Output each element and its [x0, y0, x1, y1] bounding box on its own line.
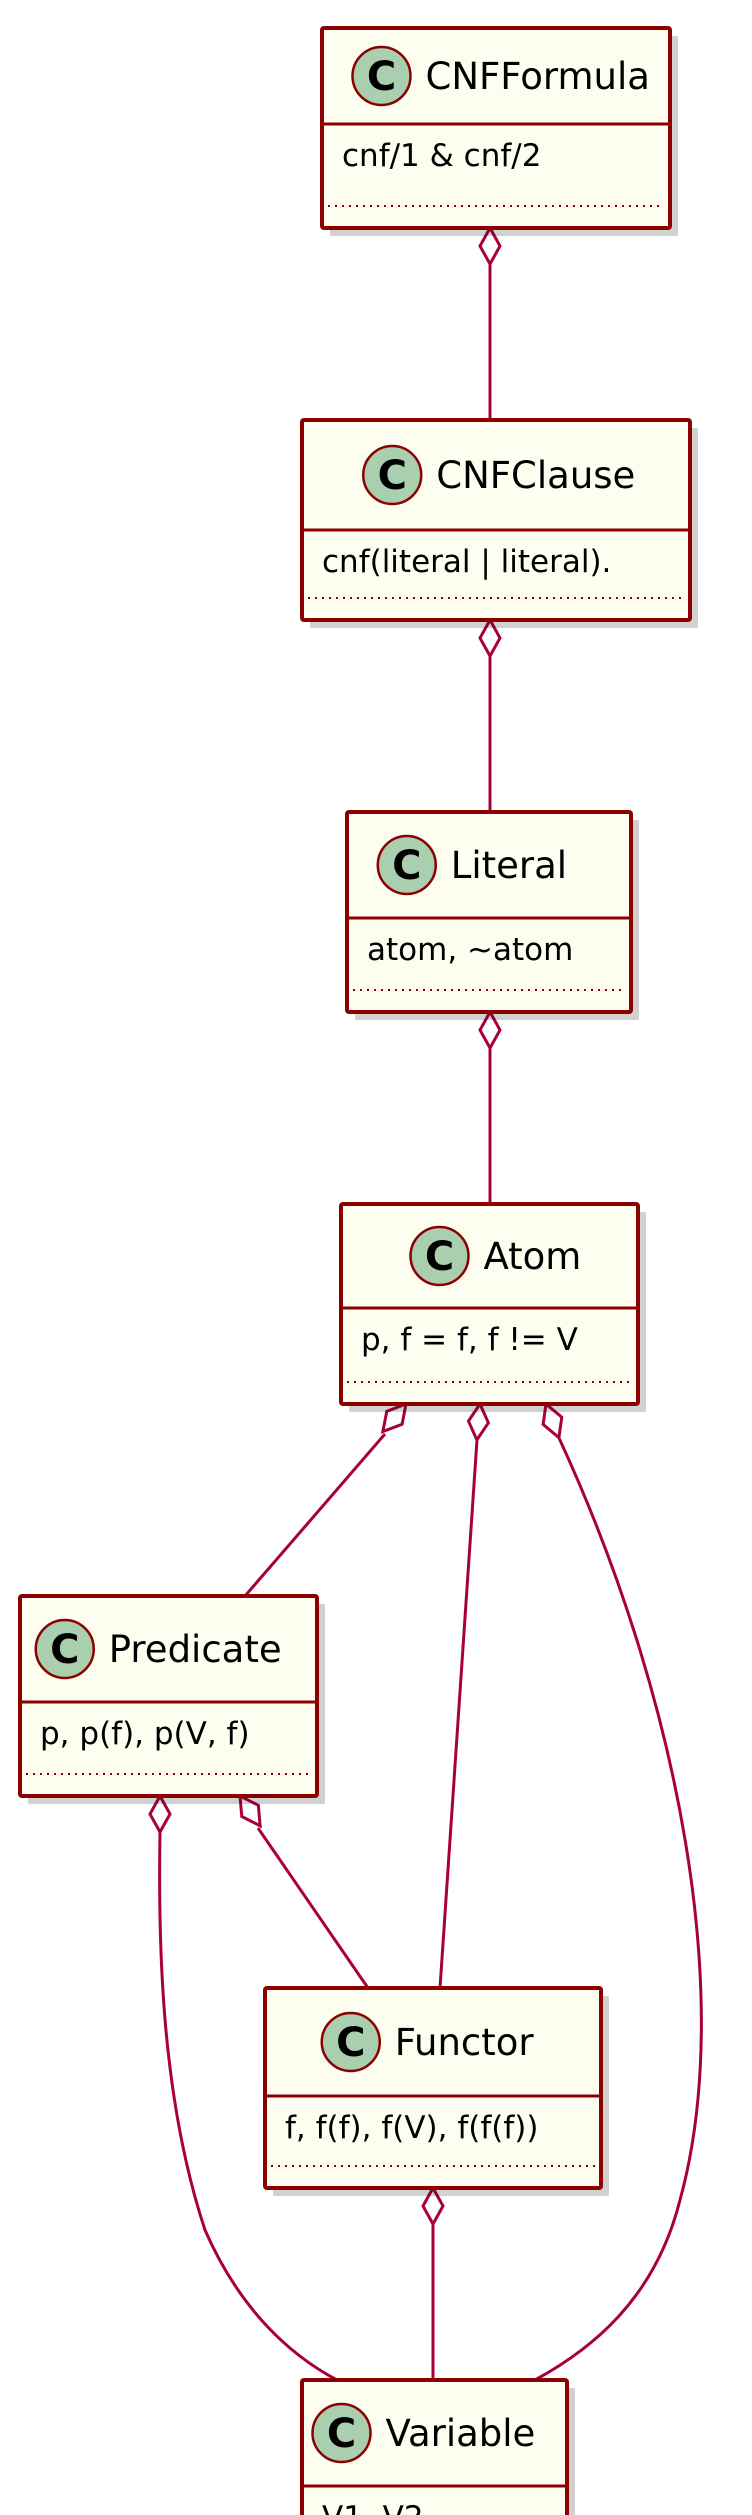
- aggregation-diamond-icon: [478, 616, 502, 660]
- class-stereotype-letter: C: [50, 1627, 79, 1673]
- class-body: cnf/1 & cnf/2: [342, 138, 541, 174]
- class-name: Atom: [484, 1235, 582, 1278]
- class-box: [300, 418, 692, 622]
- aggregation-diamond-icon: [421, 2184, 445, 2228]
- relation-line: [243, 1433, 387, 1597]
- aggregation-diamond-icon: [478, 224, 502, 268]
- relation-line: [534, 1437, 703, 2382]
- relation-functor-variable: [421, 2184, 445, 2380]
- class-stereotype-icon: C: [409, 1225, 470, 1287]
- class-body: V1, V2: [322, 2500, 424, 2515]
- class-name: Functor: [395, 2021, 535, 2064]
- class-box: [263, 1986, 603, 2190]
- aggregation-diamond-icon: [238, 1793, 262, 1829]
- relation-line: [158, 1831, 338, 2382]
- class-cnfclause[interactable]: C CNFClause cnf(literal | literal).: [300, 418, 698, 628]
- class-name: Variable: [386, 2412, 536, 2455]
- class-literal[interactable]: C Literal atom, ~atom: [345, 810, 639, 1020]
- relation-atom-variable: [534, 1401, 703, 2382]
- class-body: cnf(literal | literal).: [322, 544, 611, 580]
- relation-literal-atom: [478, 1008, 502, 1204]
- aggregation-diamond-icon: [466, 1400, 491, 1443]
- class-stereotype-letter: C: [378, 453, 407, 499]
- relation-atom-predicate: [243, 1401, 408, 1597]
- class-name: CNFClause: [436, 454, 635, 497]
- class-box: [339, 1202, 640, 1406]
- class-body: p, f = f, f != V: [361, 1322, 578, 1358]
- class-stereotype-letter: C: [367, 54, 396, 100]
- class-functor[interactable]: C Functor f, f(f), f(V), f(f(f)): [263, 1986, 609, 2196]
- relation-predicate-functor: [238, 1793, 370, 1989]
- relation-cnfclause-literal: [478, 616, 502, 812]
- relation-predicate-variable: [148, 1792, 338, 2382]
- class-stereotype-icon: C: [362, 444, 423, 506]
- class-stereotype-letter: C: [336, 2020, 365, 2066]
- class-stereotype-letter: C: [327, 2411, 356, 2457]
- class-predicate[interactable]: C Predicate p, p(f), p(V, f): [18, 1594, 325, 1804]
- class-stereotype-icon: C: [311, 2402, 372, 2464]
- aggregation-diamond-icon: [148, 1792, 172, 1836]
- class-stereotype-icon: C: [320, 2011, 381, 2073]
- class-stereotype-icon: C: [351, 45, 412, 107]
- class-stereotype-letter: C: [425, 1234, 454, 1280]
- class-name: Literal: [451, 844, 567, 887]
- relations-layer: [148, 224, 703, 2382]
- relation-line: [256, 1827, 370, 1989]
- aggregation-diamond-icon: [541, 1401, 564, 1441]
- class-name: Predicate: [109, 1628, 282, 1671]
- class-box: [300, 2378, 569, 2515]
- relation-atom-functor: [438, 1400, 491, 1989]
- class-body: p, p(f), p(V, f): [40, 1716, 250, 1752]
- aggregation-diamond-icon: [380, 1401, 408, 1434]
- class-stereotype-icon: C: [376, 834, 437, 896]
- relation-line: [438, 1439, 479, 1989]
- aggregation-diamond-icon: [478, 1008, 502, 1052]
- class-body: f, f(f), f(V), f(f(f)): [285, 2110, 538, 2146]
- class-cnfformula[interactable]: C CNFFormula cnf/1 & cnf/2: [320, 26, 678, 236]
- class-stereotype-letter: C: [392, 843, 421, 889]
- class-variable[interactable]: C VariableV1, V2: [300, 2378, 575, 2515]
- relation-cnfformula-cnfclause: [478, 224, 502, 420]
- class-name: CNFFormula: [426, 55, 650, 98]
- class-atom[interactable]: C Atom p, f = f, f != V: [339, 1202, 646, 1412]
- class-body: atom, ~atom: [367, 932, 573, 968]
- class-stereotype-icon: C: [34, 1618, 95, 1680]
